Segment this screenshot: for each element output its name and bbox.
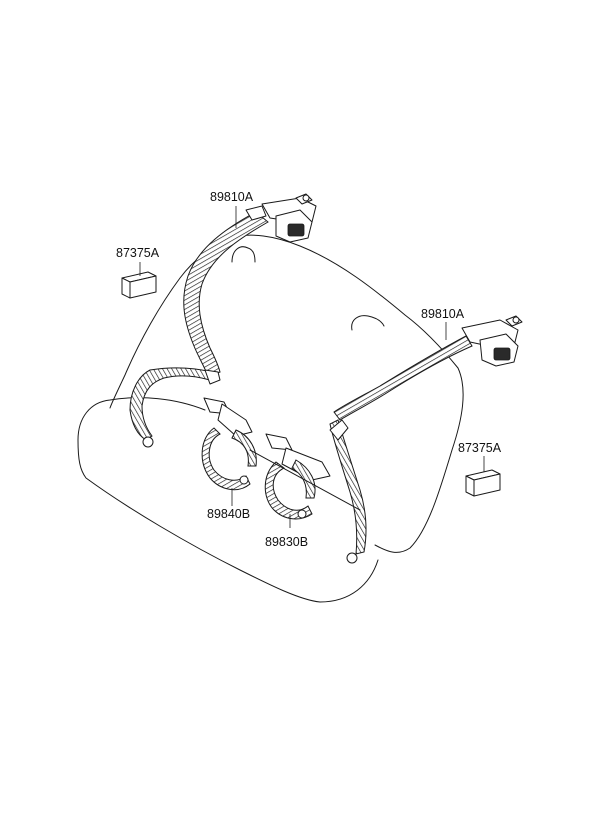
left-shoulder-belt-lower bbox=[129, 367, 213, 441]
label-retractor-left: 89810A bbox=[210, 190, 254, 204]
label-retractor-right: 89810A bbox=[421, 307, 465, 321]
seat-back-top-seam bbox=[231, 246, 256, 263]
right-retractor bbox=[461, 315, 523, 367]
right-belt-anchor bbox=[346, 552, 358, 564]
left-retractor bbox=[245, 193, 317, 243]
left-cover-part bbox=[121, 271, 157, 299]
label-buckle-left: 89840B bbox=[207, 507, 250, 521]
center-buckle-assembly bbox=[249, 433, 361, 520]
label-cover-right: 87375A bbox=[458, 441, 502, 455]
right-shoulder-belt bbox=[333, 335, 473, 421]
right-belt-upper-guide bbox=[329, 419, 349, 441]
left-shoulder-belt bbox=[183, 211, 269, 377]
seat-cushion-outline bbox=[77, 397, 379, 603]
left-belt-anchor bbox=[142, 436, 154, 448]
right-cover-part bbox=[465, 469, 501, 497]
left-belt-guide bbox=[204, 369, 221, 385]
right-lap-belt bbox=[329, 419, 367, 555]
left-buckle-assembly bbox=[201, 397, 257, 491]
label-cover-left: 87375A bbox=[116, 246, 160, 260]
seat-back-outline bbox=[109, 234, 464, 553]
seat-back-mid-seam bbox=[351, 315, 385, 331]
label-buckle-center: 89830B bbox=[265, 535, 308, 549]
